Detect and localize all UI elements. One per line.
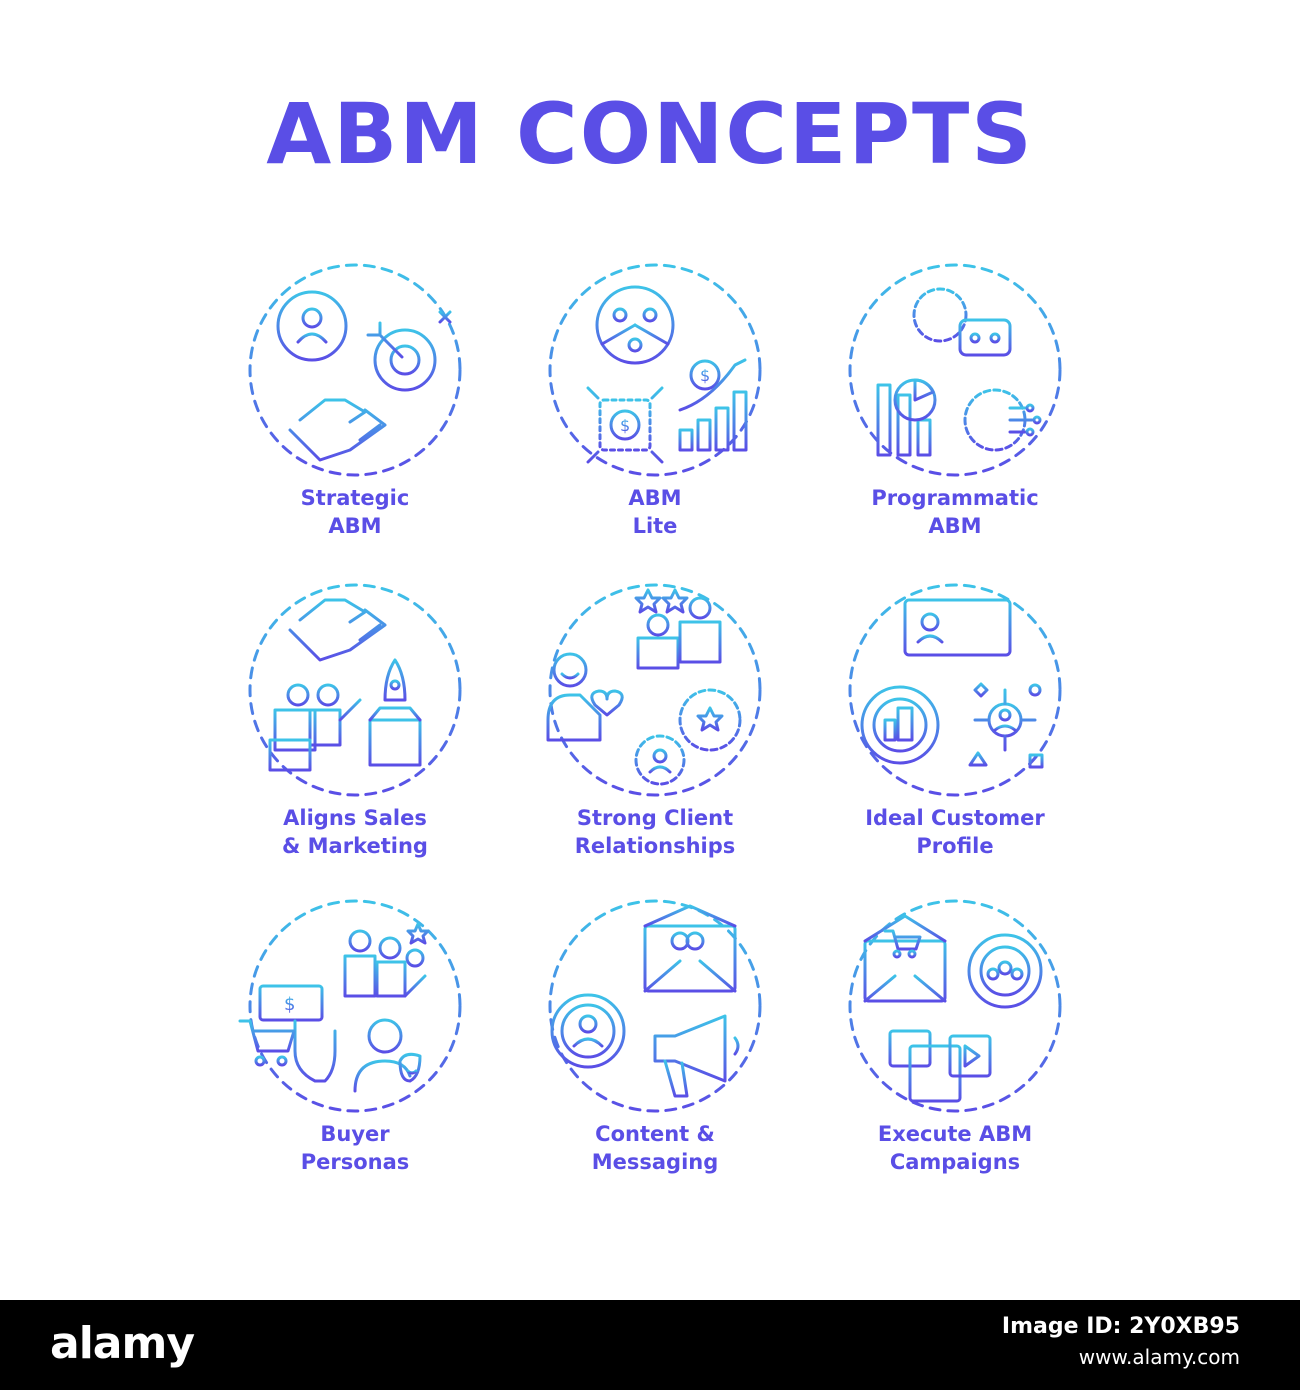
concept-label-line2: Personas xyxy=(300,1150,410,1174)
concept-label-line2: Messaging xyxy=(591,1150,719,1174)
page-title: ABM CONCEPTS xyxy=(266,85,1034,183)
svg-text:$: $ xyxy=(620,416,630,435)
segment-dollar-growth-icon: $ $ xyxy=(548,263,762,477)
svg-text:$: $ xyxy=(700,366,710,385)
concept-label-line1: Ideal Customer xyxy=(865,806,1045,830)
concept-label-line2: Profile xyxy=(916,834,994,858)
footer-bar: alamy Image ID: 2Y0XB95 www.alamy.com xyxy=(0,1300,1300,1390)
handshake-team-rocket-icon xyxy=(248,583,462,797)
site-url: www.alamy.com xyxy=(1078,1345,1240,1369)
concept-label-line1: Buyer xyxy=(320,1122,390,1146)
concept-label-line1: Programmatic xyxy=(871,486,1039,510)
concept-content-messaging: Content & Messaging xyxy=(530,896,780,1186)
concept-abm-lite: $ $ ABM Lite xyxy=(530,260,780,550)
alamy-logo: alamy xyxy=(50,1318,195,1369)
cart-dollar-masks-icon: $ xyxy=(238,899,462,1113)
concept-label-line2: ABM xyxy=(328,514,382,538)
concept-ideal-customer-profile: Ideal Customer Profile xyxy=(830,580,1080,870)
mail-cart-media-icon xyxy=(848,899,1062,1113)
image-id: Image ID: 2Y0XB95 xyxy=(1001,1314,1240,1339)
concept-programmatic-abm: Programmatic ABM xyxy=(830,260,1080,550)
concept-label-line2: Relationships xyxy=(574,834,736,858)
concept-label-line1: Execute ABM xyxy=(877,1122,1033,1146)
svg-text:$: $ xyxy=(284,994,295,1015)
id-card-building-network-icon xyxy=(848,583,1062,797)
concept-strategic-abm: Strategic ABM xyxy=(230,260,480,550)
rating-heart-gears-icon xyxy=(546,583,762,797)
concept-strong-client-relationships: Strong Client Relationships xyxy=(530,580,780,870)
concept-label-line2: Lite xyxy=(632,514,678,538)
concept-buyer-personas: $ Buyer Personas xyxy=(230,896,480,1186)
concept-label-line1: Strong Client xyxy=(576,806,734,830)
gear-robot-chart-icon xyxy=(848,263,1062,477)
concept-label-line1: Strategic xyxy=(300,486,410,510)
image-meta: Image ID: 2Y0XB95 www.alamy.com xyxy=(1002,1314,1240,1369)
target-person-handshake-icon xyxy=(248,263,462,477)
concept-aligns-sales-marketing: Aligns Sales & Marketing xyxy=(230,580,480,870)
concept-label-line1: ABM xyxy=(628,486,682,510)
concept-label-line2: Campaigns xyxy=(889,1150,1021,1174)
concept-label-line1: Content & xyxy=(595,1122,715,1146)
concept-label-line2: ABM xyxy=(928,514,982,538)
concept-execute-abm-campaigns: Execute ABM Campaigns xyxy=(830,896,1080,1186)
concept-label-line2: & Marketing xyxy=(282,834,428,858)
concept-label-line1: Aligns Sales xyxy=(283,806,427,830)
envelope-target-megaphone-icon xyxy=(543,899,762,1113)
